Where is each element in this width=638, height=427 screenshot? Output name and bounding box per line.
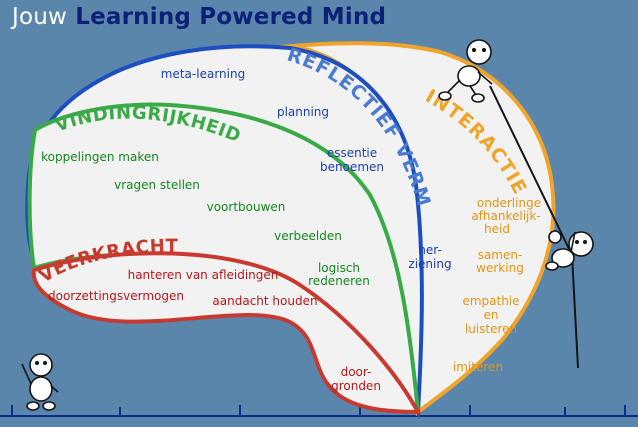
interactie-item-afhankelijk: afhankelijk-	[471, 209, 540, 223]
veerkracht-item-aandacht: aandacht houden	[212, 294, 317, 308]
interactie-item-imiteren: imiteren	[453, 360, 503, 374]
veerkracht-item-gronden: gronden	[331, 379, 381, 393]
interactie-item-heid: heid	[484, 222, 510, 236]
interactie-item-empathie: empathie	[462, 294, 519, 308]
page-title: Jouw Learning Powered Mind	[12, 4, 386, 30]
rope-hang-line	[571, 254, 579, 369]
reflectief-item-benoemen: benoemen	[320, 160, 384, 174]
reflectief-item-her: her-	[418, 243, 441, 257]
veerkracht-item-doorzetting: doorzettingsvermogen	[48, 289, 184, 303]
veerkracht-item-hanteren: hanteren van afleidingen	[128, 268, 279, 282]
figure-climbing-icon	[438, 39, 493, 103]
title-main: Learning Powered Mind	[75, 4, 387, 30]
vindingrijkheid-item-redeneren: redeneren	[308, 274, 370, 288]
vindingrijkheid-item-vragen: vragen stellen	[114, 178, 200, 192]
vindingrijkheid-item-voortbouwen: voortbouwen	[207, 200, 286, 214]
reflectief-item-planning: planning	[277, 105, 329, 119]
veerkracht-region	[31, 251, 422, 415]
vindingrijkheid-item-koppelingen: koppelingen maken	[41, 150, 159, 164]
interactie-item-en: en	[484, 308, 499, 322]
vindingrijkheid-item-verbeelden: verbeelden	[274, 229, 342, 243]
reflectief-item-ziening: ziening	[408, 257, 451, 271]
rope-line	[489, 85, 573, 256]
interactie-item-werking: werking	[476, 261, 524, 275]
interactie-item-samen: samen-	[478, 248, 523, 262]
veerkracht-item-door: door-	[341, 365, 372, 379]
figure-standing-icon	[21, 353, 59, 411]
reflectief-item-essentie: essentie	[327, 146, 377, 160]
ground-line	[0, 405, 638, 417]
title-prefix: Jouw	[12, 4, 68, 30]
figure-hanging-icon	[545, 230, 594, 271]
interactie-item-luisteren: luisteren	[465, 322, 517, 336]
vindingrijkheid-item-logisch: logisch	[318, 261, 360, 275]
reflectief-item-meta-learning: meta-learning	[161, 67, 245, 81]
interactie-item-onderlinge: onderlinge	[477, 196, 541, 210]
